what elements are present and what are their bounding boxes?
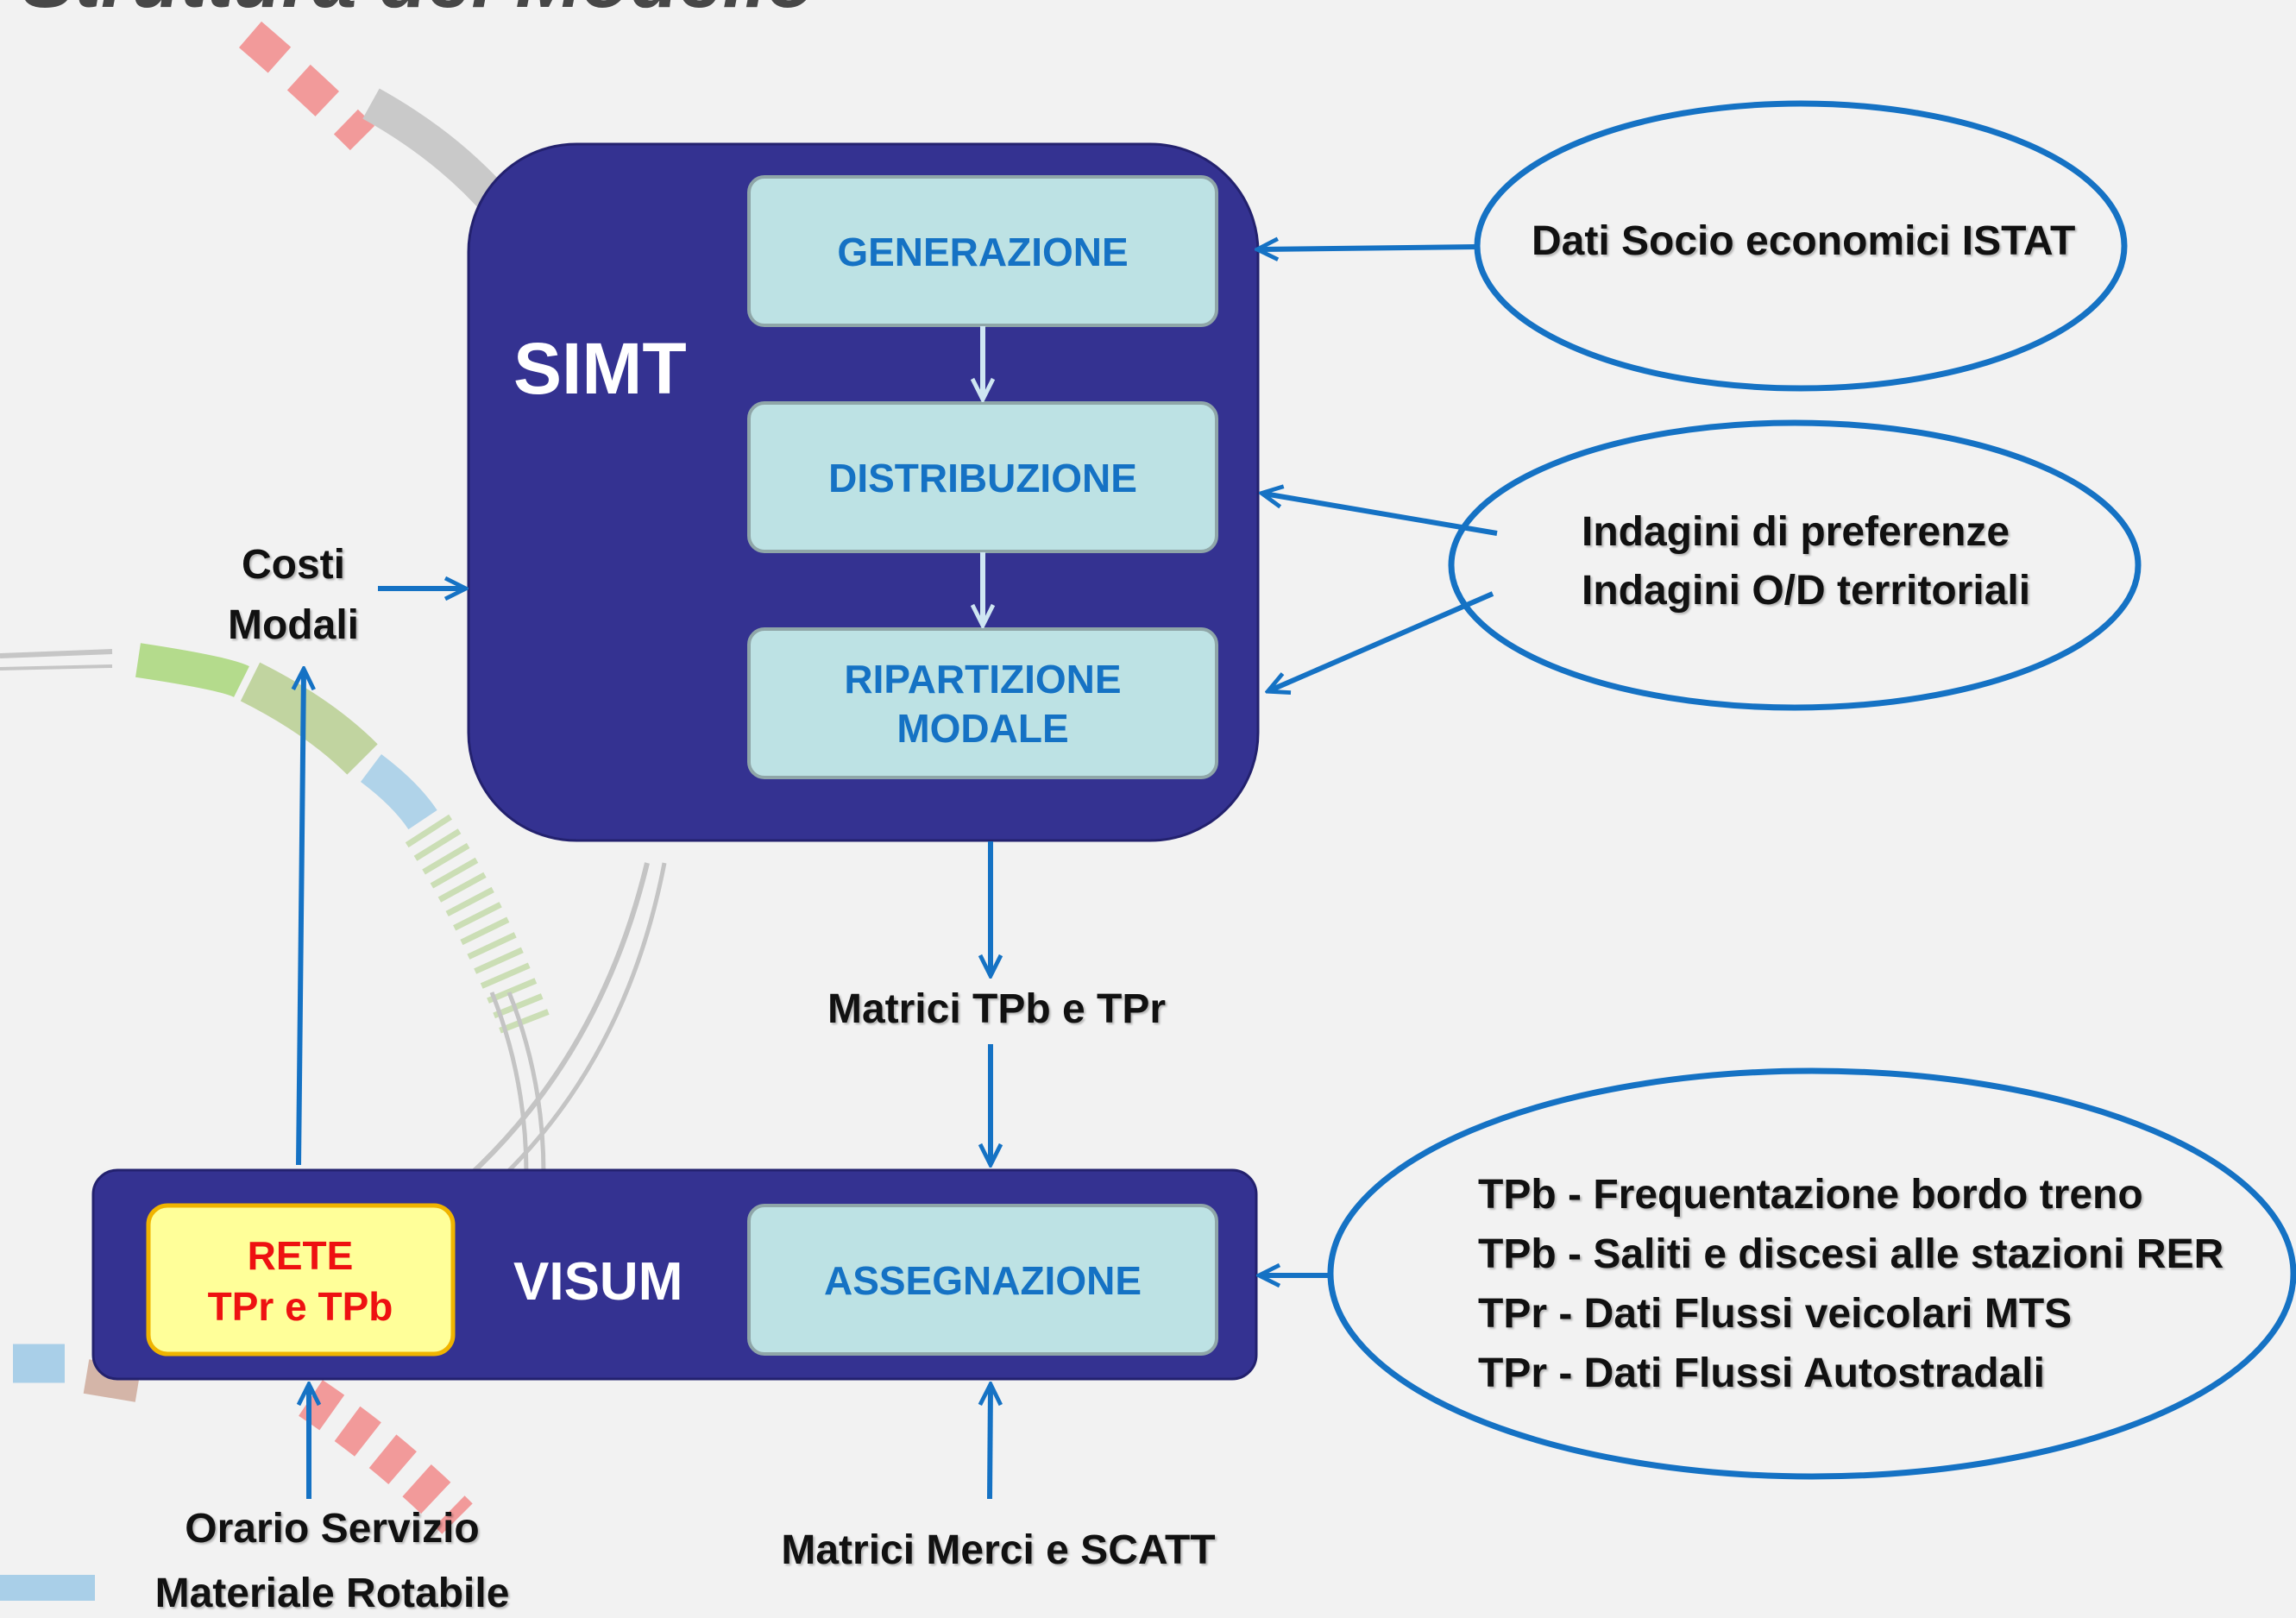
visum-label: VISUM: [513, 1252, 683, 1312]
background-decoration: [0, 21, 667, 1601]
costi-modali-line-2: Modali: [228, 602, 359, 648]
orario-line-1: Orario Servizio: [185, 1506, 479, 1552]
arrow-merci-visum: [990, 1387, 991, 1500]
generazione-label: GENERAZIONE: [837, 230, 1128, 274]
flussi-line-2: TPb - Saliti e discesi alle stazioni RER: [1478, 1231, 2224, 1277]
assegnazione-label: ASSEGNAZIONE: [824, 1258, 1142, 1303]
simt-label: SIMT: [513, 328, 687, 409]
indagini-ellipse: [1448, 419, 2142, 711]
indagini-line-2: Indagini O/D territoriali: [1582, 568, 2030, 614]
matrici-tp-text: Matrici TPb e TPr: [827, 986, 1166, 1032]
arrow-indagini-distribuzione: [1264, 494, 1498, 536]
flussi-line-1: TPb - Frequentazione bordo treno: [1478, 1172, 2143, 1218]
rete-box: RETE TPr e TPb: [146, 1203, 456, 1357]
distribuzione-box: DISTRIBUZIONE: [747, 401, 1218, 553]
arrow-visum-costi: [299, 671, 304, 1166]
flussi-line-3: TPr - Dati Flussi veicolari MTS: [1478, 1291, 2072, 1337]
modale-label: MODALE: [896, 706, 1068, 751]
arrow-istat-generazione: [1260, 247, 1478, 249]
indagini-line-1: Indagini di preferenze: [1582, 509, 2010, 555]
ripartizione-modale-box: RIPARTIZIONE MODALE: [747, 627, 1218, 779]
distribuzione-label: DISTRIBUZIONE: [828, 456, 1137, 501]
costi-modali-line-1: Costi: [242, 542, 345, 588]
slide-title: Struttura del Modello: [22, 0, 815, 24]
istat-text: Dati Socio economici ISTAT: [1532, 218, 2075, 264]
generazione-box: GENERAZIONE: [747, 175, 1218, 327]
matrici-merci-text: Matrici Merci e SCATT: [781, 1527, 1215, 1573]
istat-ellipse: [1474, 100, 2128, 392]
orario-line-2: Materiale Rotabile: [155, 1571, 510, 1616]
rete-label: RETE: [248, 1233, 354, 1278]
assegnazione-box: ASSEGNAZIONE: [747, 1204, 1218, 1356]
flussi-ellipse: [1327, 1067, 2296, 1480]
arrow-indagini-ripartizione: [1270, 591, 1494, 690]
ripartizione-label: RIPARTIZIONE: [844, 657, 1121, 702]
rete-subtitle: TPr e TPb: [208, 1284, 393, 1329]
flussi-line-4: TPr - Dati Flussi Autostradali: [1478, 1350, 2045, 1396]
